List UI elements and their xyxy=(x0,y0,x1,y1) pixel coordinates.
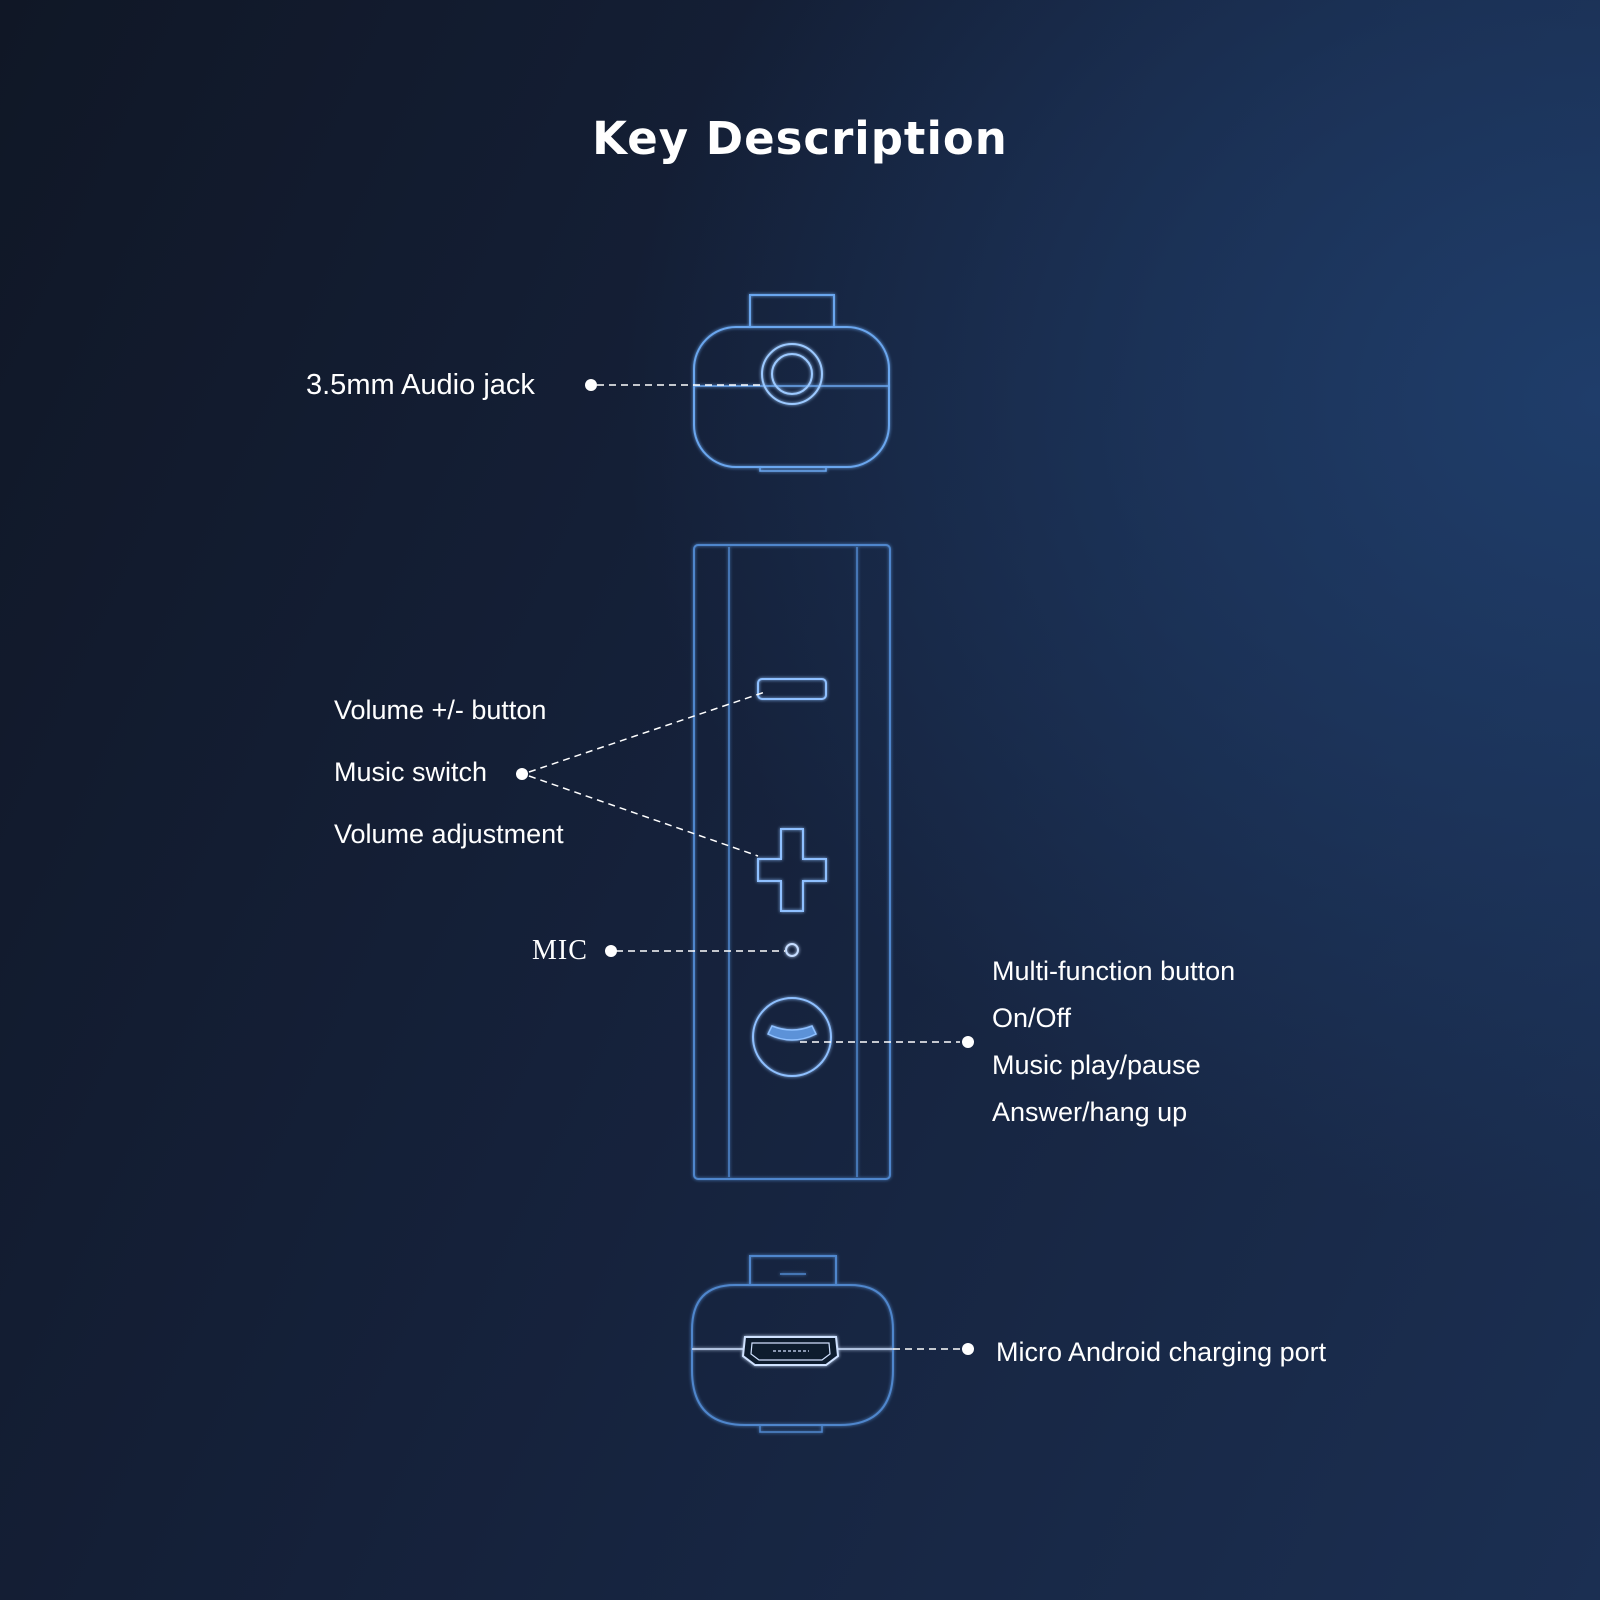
volume-group-dot xyxy=(516,768,528,780)
charging-port-label: Micro Android charging port xyxy=(996,1337,1327,1367)
volume-minus-icon xyxy=(757,678,827,700)
volume-plus-leader xyxy=(528,775,759,857)
volume-button-label: Volume +/- button xyxy=(334,695,547,725)
device-bottom-view xyxy=(691,1255,894,1433)
device-body xyxy=(693,544,891,1180)
multi-function-dot xyxy=(962,1036,974,1048)
phone-icon xyxy=(766,1025,818,1041)
music-switch-label: Music switch xyxy=(334,757,488,787)
leader-lines xyxy=(528,384,960,1350)
audio-jack-label: 3.5mm Audio jack xyxy=(306,369,535,401)
mic-label: MIC xyxy=(532,935,588,966)
mic-dot xyxy=(605,945,617,957)
multi-function-label: Multi-function button xyxy=(992,956,1236,986)
multi-function-button-icon xyxy=(752,997,832,1077)
audio-jack-dot xyxy=(585,379,597,391)
mic-hole-icon xyxy=(785,943,799,957)
answer-hang-up-label: Answer/hang up xyxy=(992,1097,1188,1127)
volume-adjustment-label: Volume adjustment xyxy=(334,819,564,849)
audio-jack-icon xyxy=(761,343,823,405)
volume-plus-icon xyxy=(757,828,827,912)
music-play-pause-label: Music play/pause xyxy=(992,1050,1201,1080)
volume-minus-leader xyxy=(528,691,766,773)
page-title: Key Description xyxy=(592,112,1008,165)
on-off-label: On/Off xyxy=(992,1003,1072,1033)
charging-port-dot xyxy=(962,1343,974,1355)
leader-dots xyxy=(516,379,974,1355)
device-top-view xyxy=(693,294,890,472)
